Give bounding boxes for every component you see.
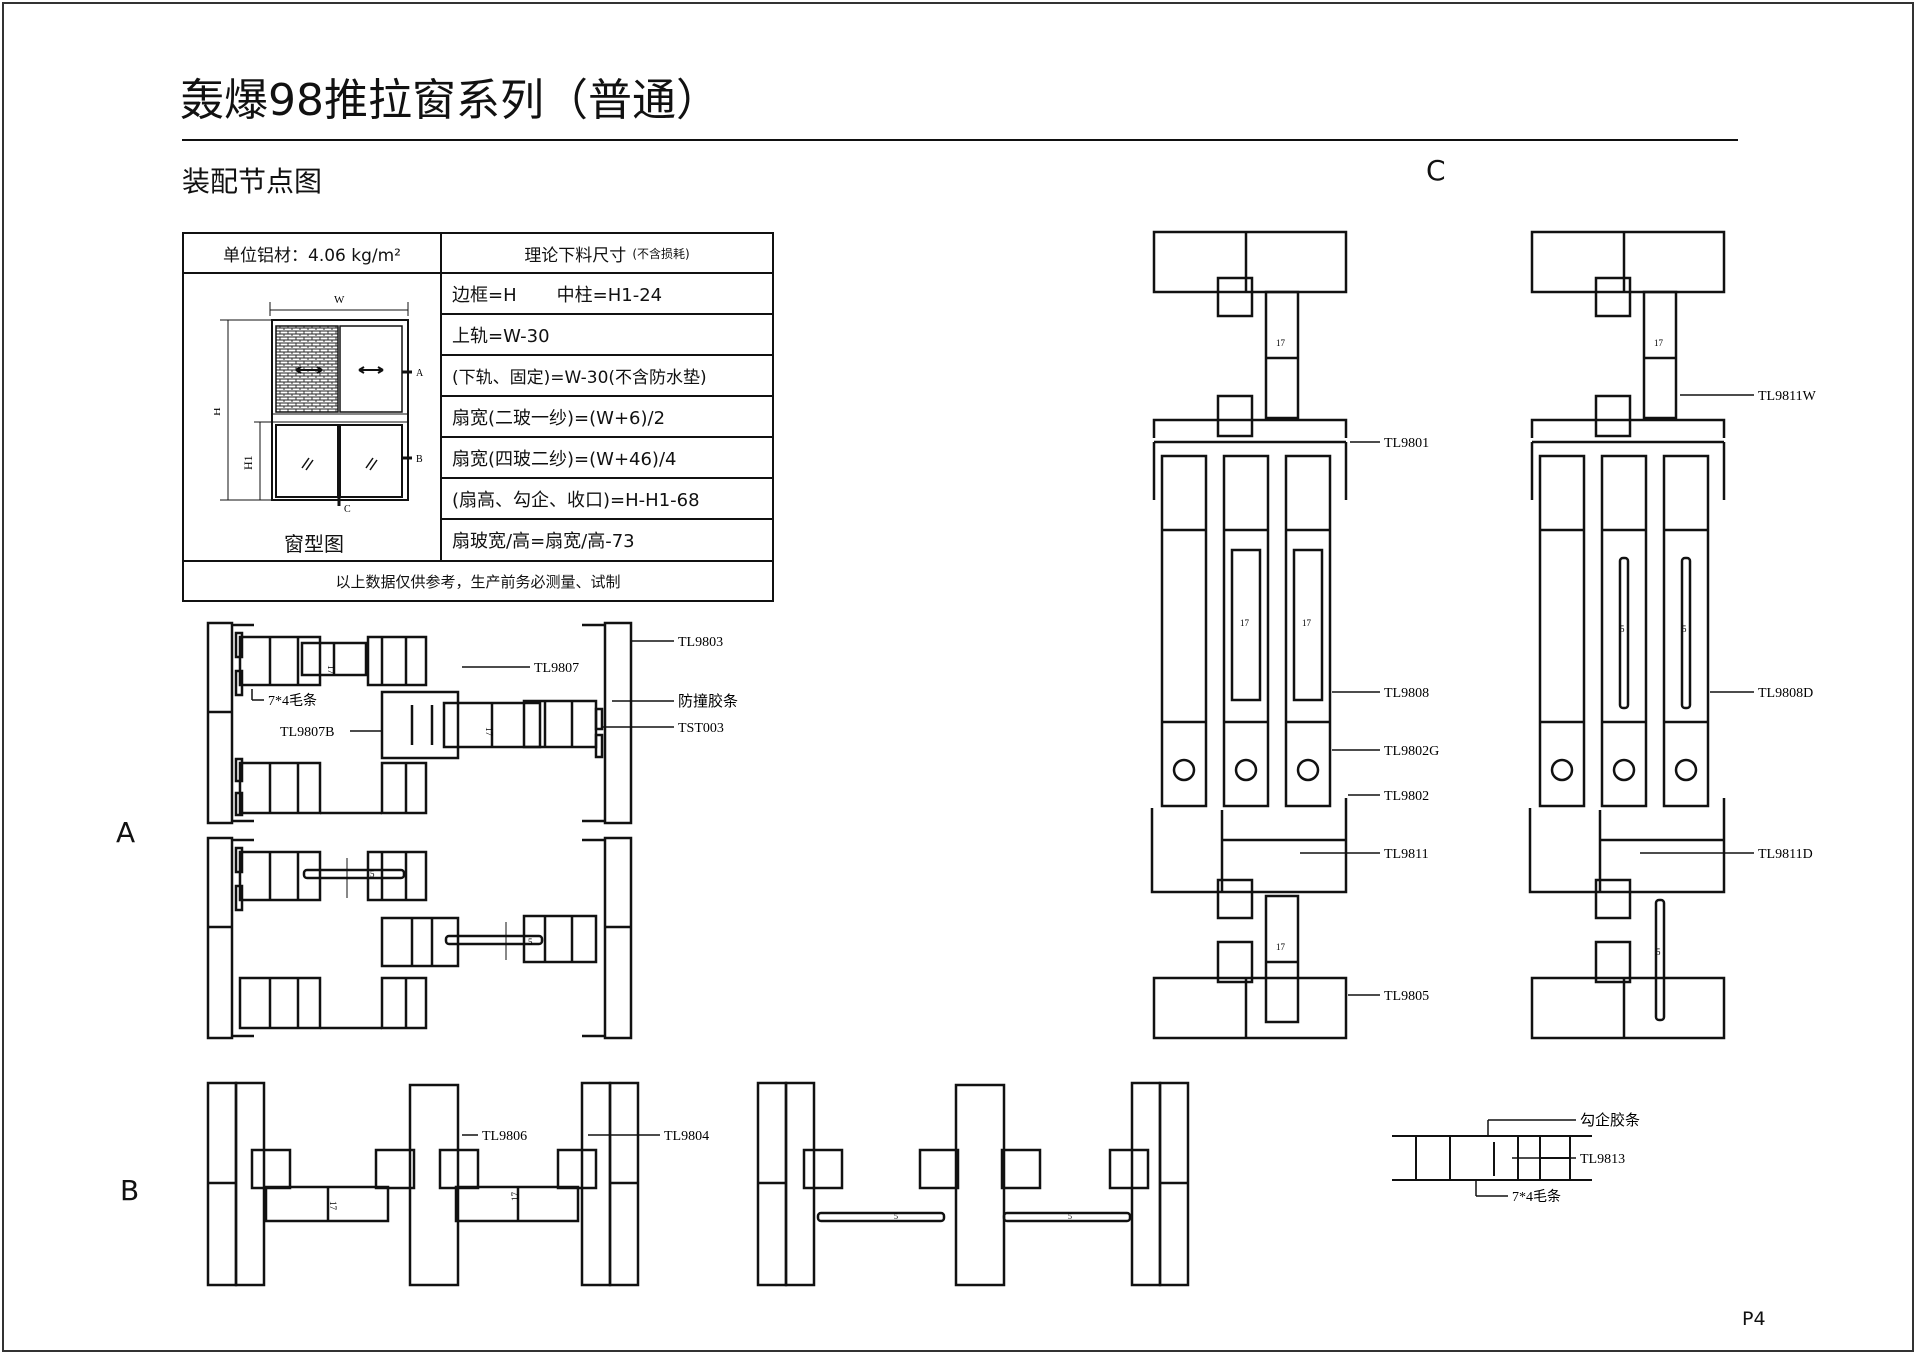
page-number: P4 [1742,1308,1766,1330]
formula-row-frame: 边框=H 中柱=H1-24 [452,274,772,313]
page-title: 轰爆98推拉窗系列（普通） [180,75,720,126]
label-h1: H1 [241,455,255,470]
dimension-label: 17 [1276,942,1286,952]
table-footer-note: 以上数据仅供参考，生产前务必测量、试制 [335,572,621,591]
label-b: B [416,454,423,465]
dimension-label: 17 [484,727,494,737]
dimension-label: 17 [510,1192,520,1202]
label-w: W [334,294,345,306]
table-divider [440,395,772,397]
cutting-size-note: (不含损耗) [632,246,690,261]
dimension-label: 5 [1068,1212,1072,1221]
callout-brush-strip: 7*4毛条 [268,692,317,709]
formula-sash-width-2: 扇宽(二玻一纱)=(W+6)/2 [452,407,666,429]
callout-tl9807: TL9807 [534,661,579,676]
callout-tl9801: TL9801 [1384,436,1429,451]
window-type-diagram: W H H1 A B C [214,294,424,515]
callout-tl9811d: TL9811D [1758,847,1813,862]
formula-glass-size: 扇玻宽/高=扇宽/高-73 [452,531,635,552]
cutting-size-header: 理论下料尺寸 (不含损耗) [442,234,772,272]
label-h: H [214,407,223,416]
interlock-detail-drawing: 勾企胶条 TL9813 7*4毛条 [1392,1111,1640,1205]
dimension-label: 5 [528,937,533,947]
dimension-label: 17 [1276,338,1286,348]
dimension-label: 17 [328,1201,338,1211]
table-divider [184,272,772,274]
callout-tl9804: TL9804 [664,1129,709,1144]
dimension-label: 5 [370,869,375,879]
table-divider [184,560,772,562]
section-label-c: C [1426,154,1446,187]
section-a-drawing: 17 17 5 5 TL9803 TL9807 7*4毛条 防撞胶条 TL980… [206,621,738,1040]
unit-weight-cell: 单位铝材：4.06 kg/m² [223,245,401,266]
callout-tl9811: TL9811 [1384,847,1429,862]
dimension-label: 5 [894,1212,898,1221]
dimension-label: 17 [1302,618,1312,628]
formula-bottom-rail: (下轨、固定)=W-30(不含防水垫) [452,368,707,388]
section-label-b: B [120,1174,140,1207]
section-b-drawing: TL9806 TL9804 17 17 5 5 [206,1081,1190,1287]
callout-tl9813: TL9813 [1580,1152,1625,1167]
callout-bumper-strip: 防撞胶条 [678,692,738,710]
dimension-label: 17 [326,665,336,675]
label-c: C [344,504,351,515]
callout-tl9805: TL9805 [1384,989,1429,1004]
dimension-label: 5 [1682,624,1687,634]
spec-table: 单位铝材：4.06 kg/m² 理论下料尺寸 (不含损耗) 边框=H 中柱=H1… [182,232,774,602]
section-c-drawing: TL9801 TL9808 TL9802G TL9802 TL9811 TL98… [1150,230,1817,1040]
callout-tl9808: TL9808 [1384,686,1429,701]
formula-mullion: 中柱=H1-24 [556,284,663,306]
dimension-label: 5 [1620,624,1625,634]
callout-tl9803: TL9803 [678,635,723,650]
dimension-label: 17 [1240,618,1250,628]
label-a: A [416,368,424,379]
title-divider [182,139,1738,141]
callout-tl9808d: TL9808D [1758,686,1813,701]
callout-interlock-strip: 勾企胶条 [1580,1111,1640,1129]
table-divider [440,477,772,479]
table-divider [440,518,772,520]
cutting-size-title: 理论下料尺寸 [524,245,627,266]
callout-tl9811w: TL9811W [1758,389,1817,404]
table-divider [440,234,442,562]
callout-tl9802: TL9802 [1384,789,1429,804]
section-label-a: A [116,816,136,849]
table-divider [440,354,772,356]
dimension-label: 5 [1656,947,1661,957]
table-divider [440,436,772,438]
window-diagram-caption: 窗型图 [284,531,344,556]
callout-tst003: TST003 [678,721,724,736]
dimension-label: 17 [1654,338,1664,348]
callout-brush-strip-detail: 7*4毛条 [1512,1188,1561,1205]
table-divider [440,313,772,315]
page-subtitle: 装配节点图 [182,165,323,198]
callout-tl9806: TL9806 [482,1129,527,1144]
callout-tl9802g: TL9802G [1384,744,1439,759]
formula-frame: 边框=H [452,284,517,306]
callout-tl9807b: TL9807B [280,725,334,740]
formula-sash-width-4: 扇宽(四玻二纱)=(W+46)/4 [452,448,677,470]
formula-top-rail: 上轨=W-30 [452,325,550,347]
formula-sash-height: (扇高、勾企、收口)=H-H1-68 [452,489,700,511]
